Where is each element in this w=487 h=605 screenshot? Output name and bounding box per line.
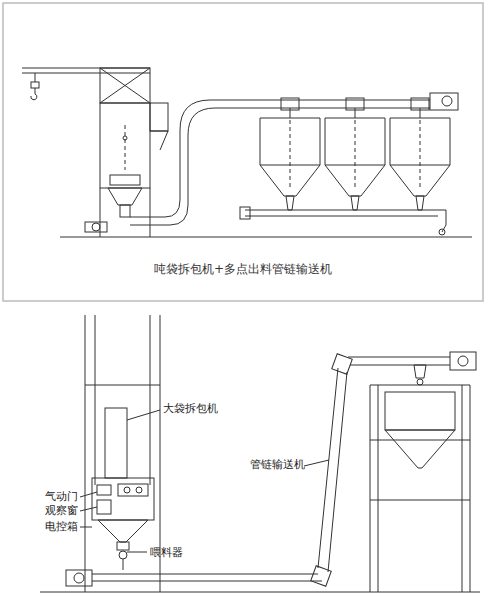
- part-label: 气动门: [45, 490, 78, 503]
- hoist-crane: [22, 68, 150, 100]
- unpacker-frame: [85, 68, 168, 237]
- part-label: 大袋拆包机: [163, 402, 218, 415]
- part-label: 电控箱: [45, 520, 78, 533]
- building-structure: [40, 315, 480, 592]
- part-label: 管链输送机: [250, 458, 305, 471]
- panel-frame: [3, 3, 483, 301]
- caption: 吨袋拆包机+多点出料管链输送机: [154, 262, 332, 276]
- part-label: 观察窗: [45, 504, 78, 517]
- part-label: 喂料器: [150, 546, 183, 559]
- pipe-chain-conveyor: [66, 352, 476, 586]
- pipe-chain-conveyor: [130, 93, 458, 235]
- leader-lines: [80, 410, 329, 552]
- silos: [260, 98, 450, 210]
- big-bag-unpacker: [92, 408, 154, 570]
- silo-structure: [370, 385, 470, 592]
- ground-line: [60, 237, 472, 238]
